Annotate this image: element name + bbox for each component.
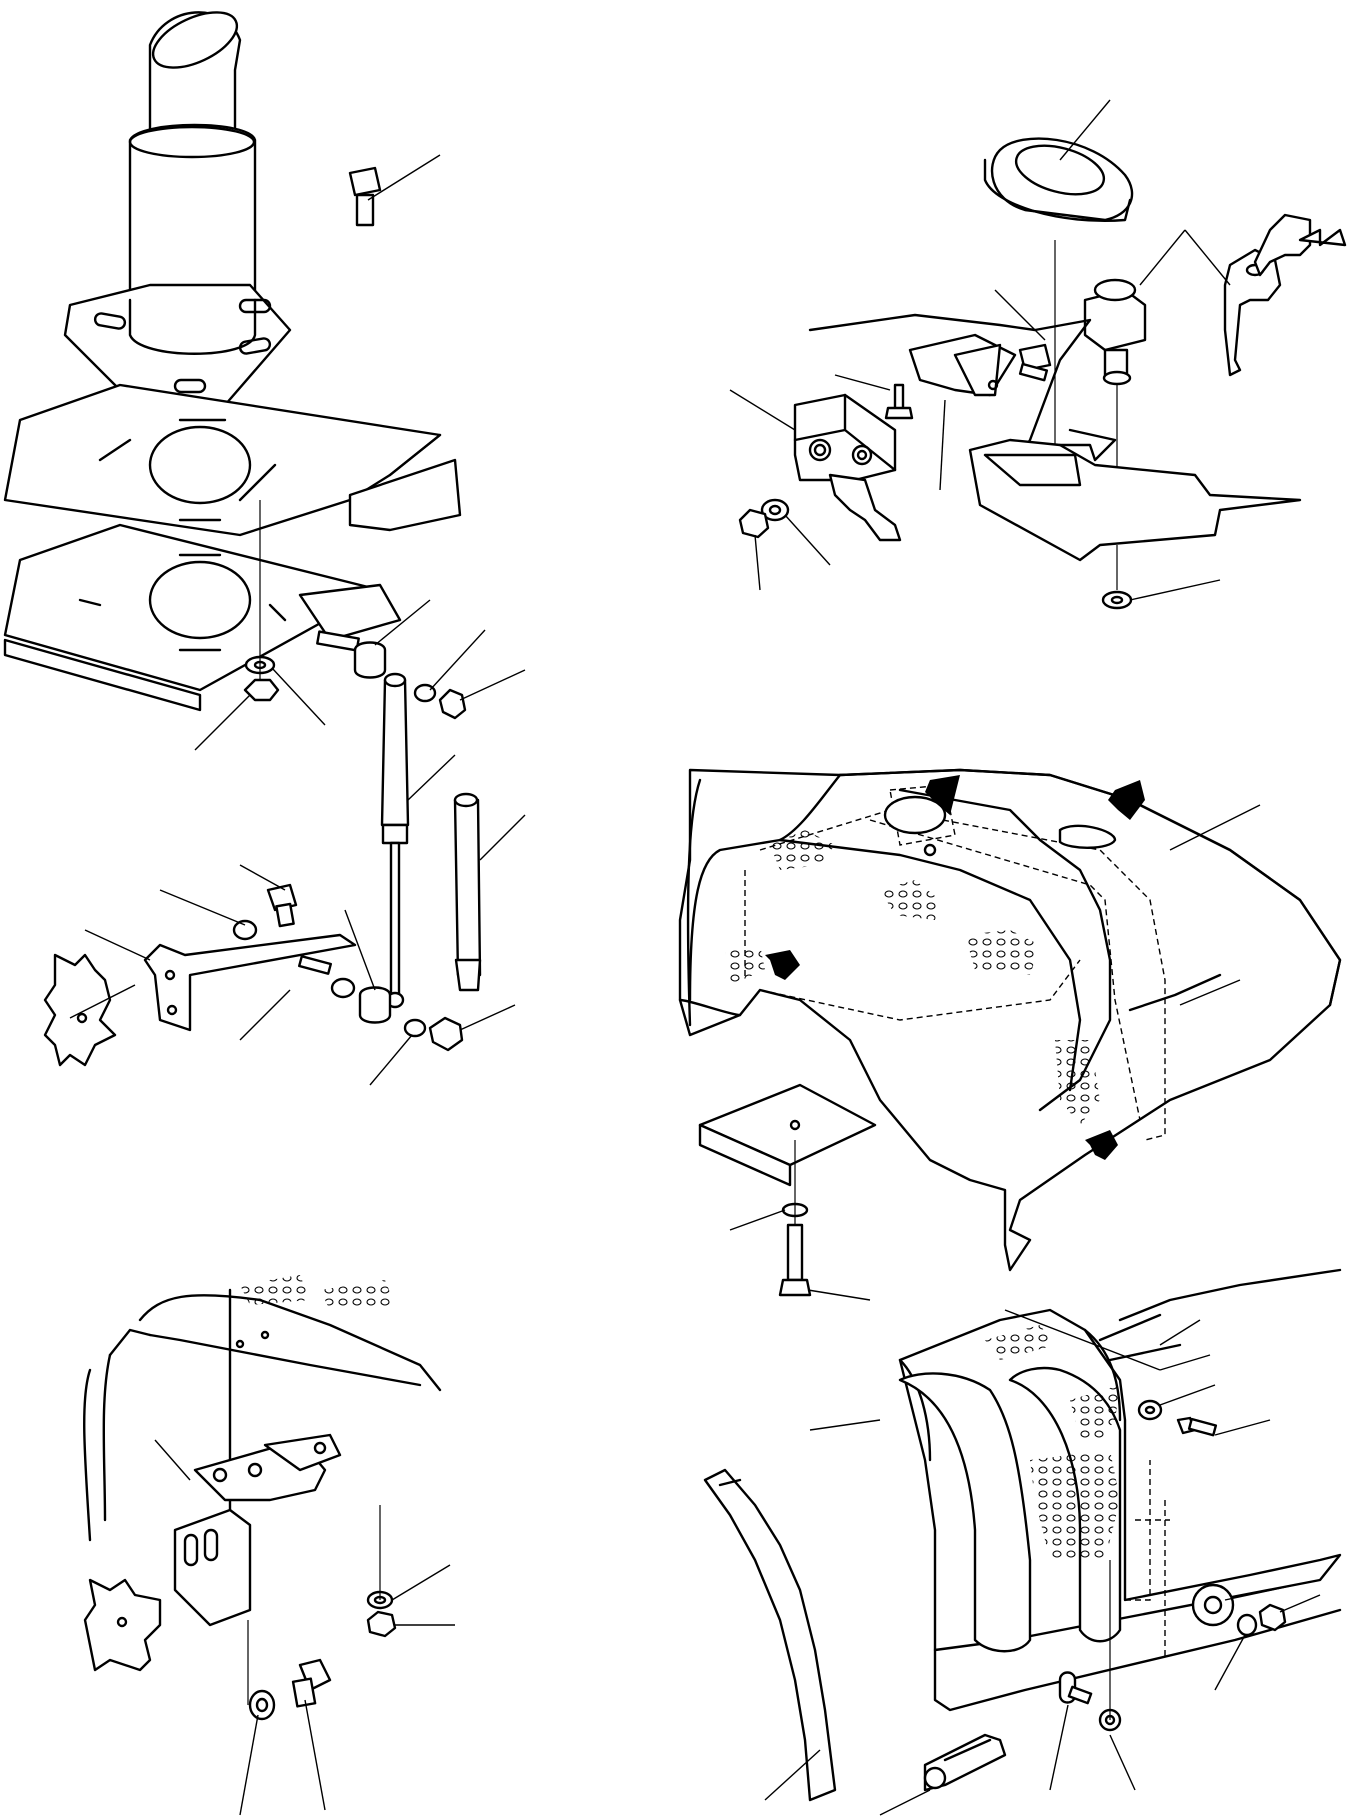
key-cylinder bbox=[1083, 278, 1147, 480]
latch-body bbox=[729, 389, 902, 542]
hood-hinge-assembly bbox=[83, 1275, 442, 1542]
hood-arrows bbox=[765, 775, 1261, 1160]
panel-rubber-bottom bbox=[879, 1733, 1007, 1816]
upper-stud-bushing bbox=[316, 599, 526, 720]
gas-spring bbox=[380, 672, 456, 1009]
latch-washer-nut bbox=[738, 498, 831, 591]
side-panel-assembly bbox=[898, 1268, 1342, 1712]
hinge-fasteners bbox=[239, 1505, 455, 1816]
mounting-bolt-top bbox=[348, 154, 441, 227]
upper-frame-plate bbox=[3, 383, 462, 537]
hinge-bracket bbox=[83, 1433, 342, 1672]
stay-bracket-left bbox=[43, 864, 357, 1067]
side-panel-seal bbox=[703, 1419, 881, 1802]
lock-bracket bbox=[808, 289, 1092, 491]
lower-stud-bushing bbox=[344, 909, 516, 1086]
lock-cover-oval bbox=[983, 99, 1134, 480]
cover-plate-top-right bbox=[968, 428, 1302, 610]
stay-rod bbox=[453, 792, 526, 992]
lower-frame-plate bbox=[3, 523, 402, 712]
exhaust-pipe-assembly bbox=[63, 11, 292, 407]
hood-opening bbox=[883, 795, 1117, 857]
washer-nut-left bbox=[194, 500, 326, 751]
side-panel-fasteners bbox=[1049, 1384, 1321, 1791]
keys bbox=[1139, 213, 1347, 377]
hood-mount-bolt bbox=[698, 1083, 877, 1301]
hood-perforations bbox=[725, 830, 1100, 1125]
